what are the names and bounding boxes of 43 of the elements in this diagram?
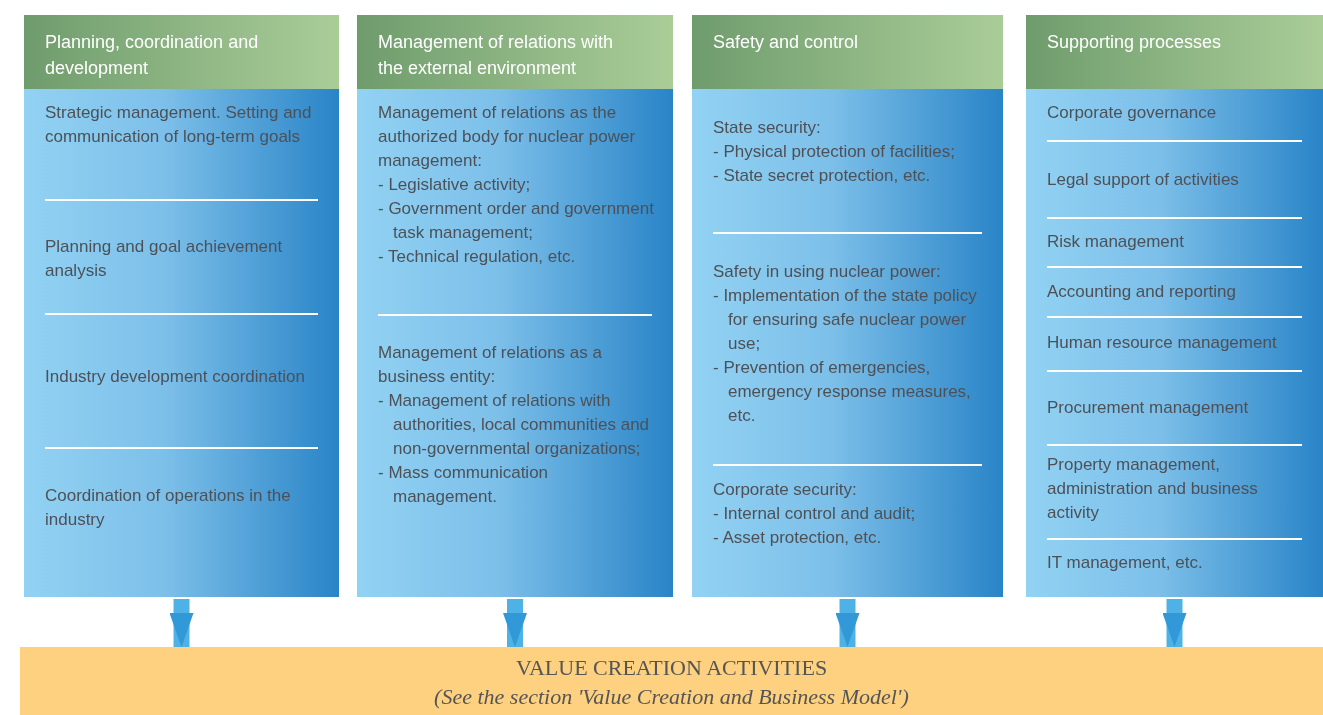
band-title: VALUE CREATION ACTIVITIES: [514, 654, 829, 682]
column-panel: [1026, 89, 1323, 597]
process-text: IT management, etc.: [1047, 551, 1305, 575]
section-heading: State security:: [713, 117, 822, 139]
section-heading: Safety in using nuclear power:: [713, 261, 942, 283]
process-text: Legal support of activities: [1047, 168, 1305, 192]
list-item: - Technical regulation, etc.: [378, 246, 577, 268]
column-header: Management of relations with the external environment: [357, 15, 673, 89]
down-arrow: [835, 599, 860, 647]
process-text: Coordination of operations in the industry: [45, 484, 321, 532]
column-header: Safety and control: [692, 15, 1003, 89]
list-item: - Mass communication management.: [378, 462, 550, 508]
list-item: - Implementation of the state policy for ensuring safe nuclear power use;: [713, 285, 978, 355]
section-heading: Management of relations as the authorized body for nuclear power management:: [378, 102, 637, 172]
value-creation-band: [20, 647, 1323, 715]
band-subtitle: (See the section 'Value Creation and Business Model'): [433, 683, 910, 711]
down-arrow: [503, 599, 527, 647]
list-item: - Government order and government task management;: [378, 198, 655, 244]
process-text: Strategic management. Setting and communication of long-term goals: [45, 101, 321, 149]
column-header: Planning, coordination and development: [24, 15, 339, 89]
list-item: - Physical protection of facilities;: [713, 141, 956, 163]
down-arrow: [169, 599, 194, 647]
down-arrow: [1162, 599, 1187, 647]
process-text: Industry development coordination: [45, 365, 321, 389]
column-panel: [357, 89, 673, 597]
column-panel: [692, 89, 1003, 597]
process-text: Planning and goal achievement analysis: [45, 235, 321, 283]
list-item: - Management of relations with authorities, local communities and non-governmental organizations;: [378, 390, 651, 460]
process-text: Human resource management: [1047, 331, 1305, 355]
list-item: - Asset protection, etc.: [713, 527, 883, 549]
section-heading: Corporate security:: [713, 479, 858, 501]
process-text: Corporate governance: [1047, 101, 1305, 125]
list-item: - Internal control and audit;: [713, 503, 917, 525]
process-text: Risk management: [1047, 230, 1305, 254]
process-text: Accounting and reporting: [1047, 280, 1305, 304]
process-text: Property management, administration and business activity: [1047, 453, 1305, 525]
list-item: - State secret protection, etc.: [713, 165, 932, 187]
column-panel: [24, 89, 339, 597]
process-text: Procurement management: [1047, 396, 1305, 420]
section-heading: Management of relations as a business entity:: [378, 342, 603, 388]
column-header: Supporting processes: [1026, 15, 1323, 89]
list-item: - Prevention of emergencies, emergency response measures, etc.: [713, 357, 972, 427]
list-item: - Legislative activity;: [378, 174, 532, 196]
